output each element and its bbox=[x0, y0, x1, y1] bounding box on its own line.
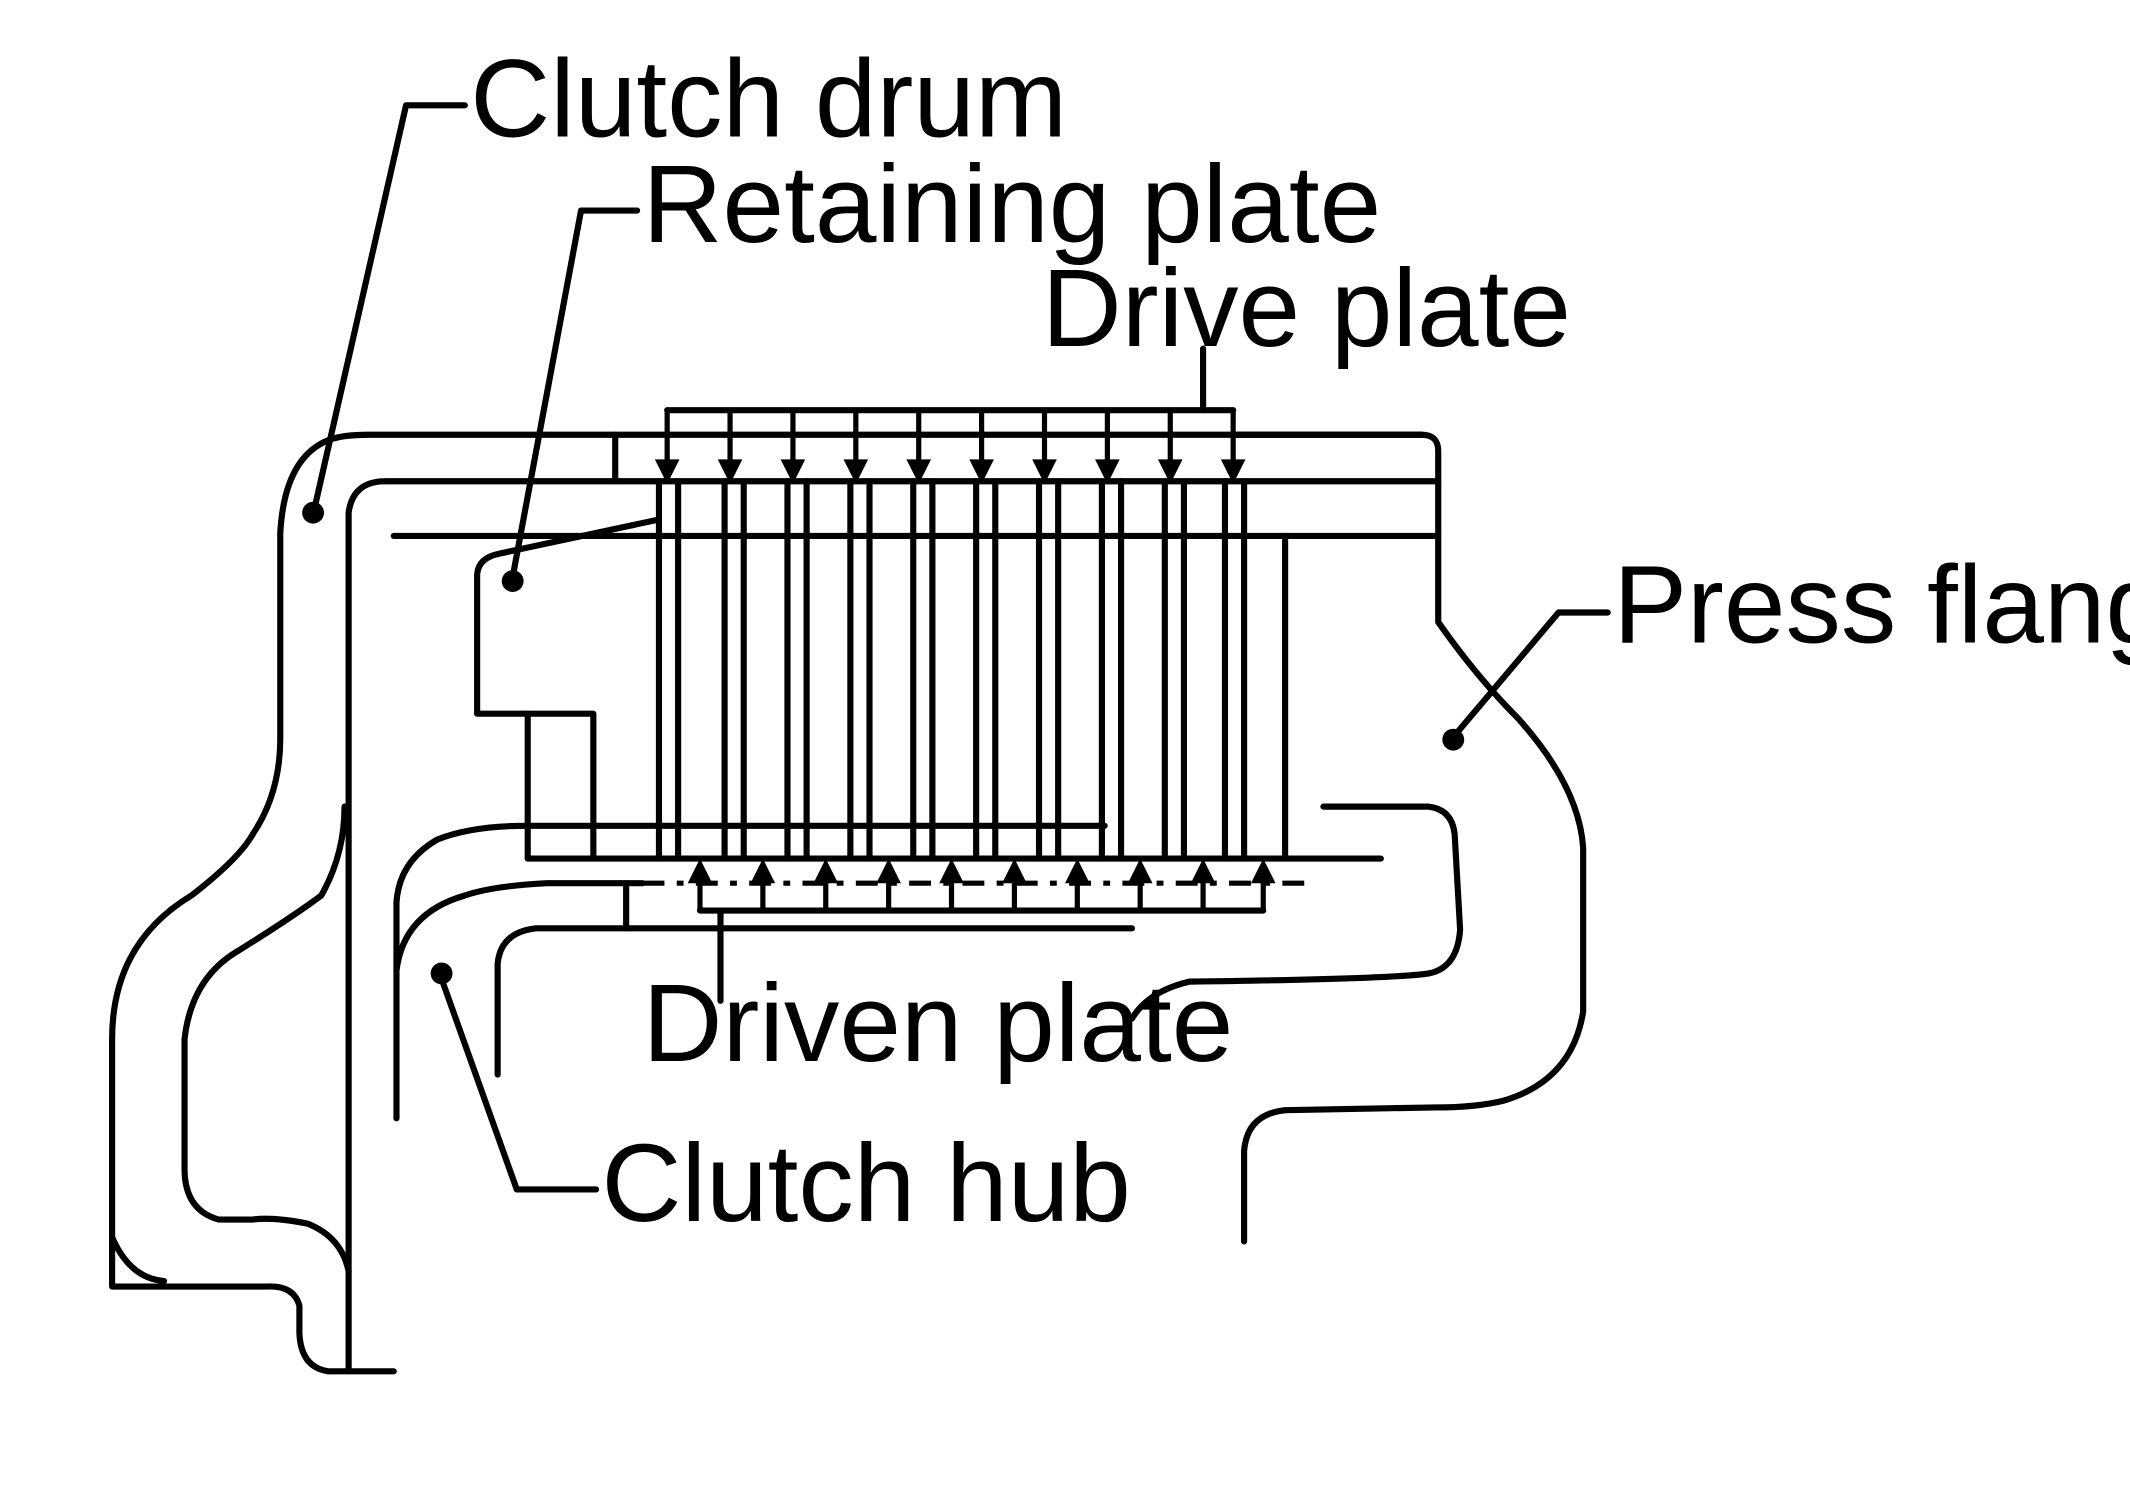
drive-plate-label: Drive plate bbox=[1042, 247, 1571, 370]
retaining-plate-outline bbox=[474, 516, 1384, 862]
retaining-plate-label: Retaining plate bbox=[643, 143, 1382, 266]
press-flange-label: Press flange bbox=[1613, 544, 2130, 667]
clutch-drum-label: Clutch drum bbox=[470, 38, 1067, 161]
driven-plate-callout bbox=[642, 858, 1313, 1004]
press-flange-outline bbox=[1128, 803, 1464, 1022]
retaining-plate-dot bbox=[501, 570, 524, 592]
clutch-hub-label: Clutch hub bbox=[602, 1122, 1131, 1245]
drive-plate-callout bbox=[642, 345, 1246, 484]
driven-plate-label: Driven plate bbox=[643, 962, 1234, 1085]
clutch-hub-dot bbox=[430, 962, 453, 985]
press-flange-dot bbox=[1442, 728, 1465, 751]
leader-lines bbox=[302, 102, 1611, 1193]
clutch-drum-dot bbox=[302, 501, 325, 524]
plate-stack bbox=[655, 478, 1289, 862]
clutch-hub-outline bbox=[393, 822, 1136, 1122]
